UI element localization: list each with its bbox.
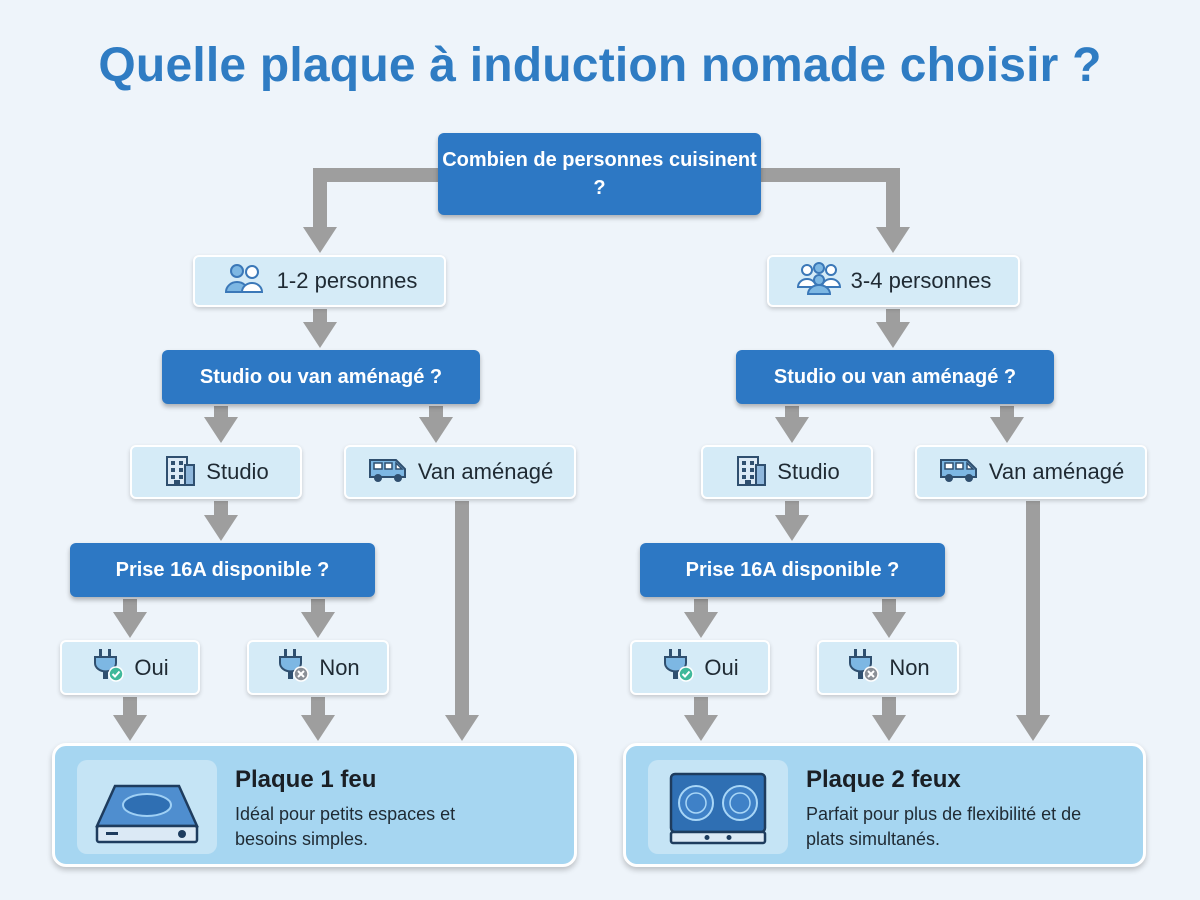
option-label: Non <box>889 654 930 680</box>
arrow-b1-people-to-housing-head <box>303 322 337 348</box>
option-oui-left: Oui <box>60 640 200 695</box>
arrow-root-left-head <box>303 227 337 253</box>
result-description: Idéal pour petits espaces et besoins sim… <box>235 802 455 852</box>
camper-van-icon <box>938 454 989 490</box>
option-oui-right: Oui <box>630 640 770 695</box>
option-van-left: Van aménagé <box>344 445 576 499</box>
question-socket-left: Prise 16A disponible ? <box>70 543 375 597</box>
question-housing-right: Studio ou van aménagé ? <box>736 350 1054 404</box>
arrow-b1-non-to-result-head <box>301 715 335 741</box>
plug-check-icon <box>91 647 134 689</box>
question-text: Studio ou van aménagé ? <box>199 366 443 388</box>
result-description: Parfait pour plus de flexibilité et de p… <box>806 802 1081 852</box>
arrow-root-left-shaft <box>313 168 440 229</box>
result-description-line: plats simultanés. <box>806 829 941 849</box>
result-description-line: Parfait pour plus de flexibilité et de <box>806 804 1082 824</box>
two-persons-icon <box>222 262 277 300</box>
arrow-b2-people-to-housing-head <box>876 322 910 348</box>
arrow-b2-van-to-result-head <box>1016 715 1050 741</box>
option-label: 1-2 personnes <box>276 268 418 293</box>
question-text: Prise 16A disponible ? <box>685 559 900 581</box>
arrow-b2-non-to-result-head <box>872 715 906 741</box>
result-title: Plaque 1 feu <box>235 766 377 793</box>
arrow-b1-socket-to-oui-head <box>113 612 147 638</box>
arrow-b1-oui-to-result-head <box>113 715 147 741</box>
question-housing-left: Studio ou van aménagé ? <box>162 350 480 404</box>
option-non-right: Non <box>817 640 959 695</box>
question-socket-right: Prise 16A disponible ? <box>640 543 945 597</box>
arrow-root-right-head <box>876 227 910 253</box>
arrow-b2-housing-to-studio-head <box>775 417 809 443</box>
option-studio-right: Studio <box>701 445 873 499</box>
option-label: Oui <box>134 654 169 680</box>
arrow-root-right-shaft <box>760 168 900 229</box>
building-icon <box>163 451 206 493</box>
plug-check-icon <box>661 647 704 689</box>
result-plaque-2-feux: Plaque 2 feux Parfait pour plus de flexi… <box>623 743 1146 867</box>
arrow-b2-socket-to-oui-head <box>684 612 718 638</box>
result-description-line: Idéal pour petits espaces et <box>235 804 456 824</box>
option-3-4-personnes: 3-4 personnes <box>767 255 1020 307</box>
building-icon <box>734 451 777 493</box>
option-non-left: Non <box>247 640 389 695</box>
group-persons-icon <box>796 261 851 301</box>
question-text: Studio ou van aménagé ? <box>773 366 1017 388</box>
plug-cross-icon <box>846 647 889 689</box>
arrow-b2-housing-to-van-head <box>990 417 1024 443</box>
option-van-right: Van aménagé <box>915 445 1147 499</box>
option-label: Non <box>319 654 360 680</box>
single-induction-hob-icon <box>77 760 217 854</box>
arrow-b1-housing-to-studio-head <box>204 417 238 443</box>
result-title: Plaque 2 feux <box>806 766 961 793</box>
plug-cross-icon <box>276 647 319 689</box>
result-plaque-1-feu: Plaque 1 feu Idéal pour petits espaces e… <box>52 743 577 867</box>
double-induction-hob-icon <box>648 760 788 854</box>
option-studio-left: Studio <box>130 445 302 499</box>
option-label: Studio <box>206 459 269 484</box>
arrow-b2-socket-to-non-head <box>872 612 906 638</box>
arrow-b1-van-to-result-head <box>445 715 479 741</box>
arrow-b1-housing-to-van-head <box>419 417 453 443</box>
option-1-2-personnes: 1-2 personnes <box>193 255 446 307</box>
option-label: Oui <box>704 654 739 680</box>
question-text: Prise 16A disponible ? <box>115 559 330 581</box>
camper-van-icon <box>367 454 418 490</box>
option-label: Studio <box>777 459 840 484</box>
root-question: Combien de personnes cuisinent ? <box>438 133 761 215</box>
option-label: Van aménagé <box>417 459 554 484</box>
arrow-b2-studio-to-socket-head <box>775 515 809 541</box>
page-title: Quelle plaque à induction nomade choisir… <box>98 39 1102 92</box>
option-label: 3-4 personnes <box>850 268 992 293</box>
arrow-b1-studio-to-socket-head <box>204 515 238 541</box>
root-question-text: Combien de personnes cuisinent ? <box>442 149 757 199</box>
arrow-b2-oui-to-result-head <box>684 715 718 741</box>
result-description-line: besoins simples. <box>235 829 369 849</box>
arrow-b1-socket-to-non-head <box>301 612 335 638</box>
option-label: Van aménagé <box>988 459 1125 484</box>
